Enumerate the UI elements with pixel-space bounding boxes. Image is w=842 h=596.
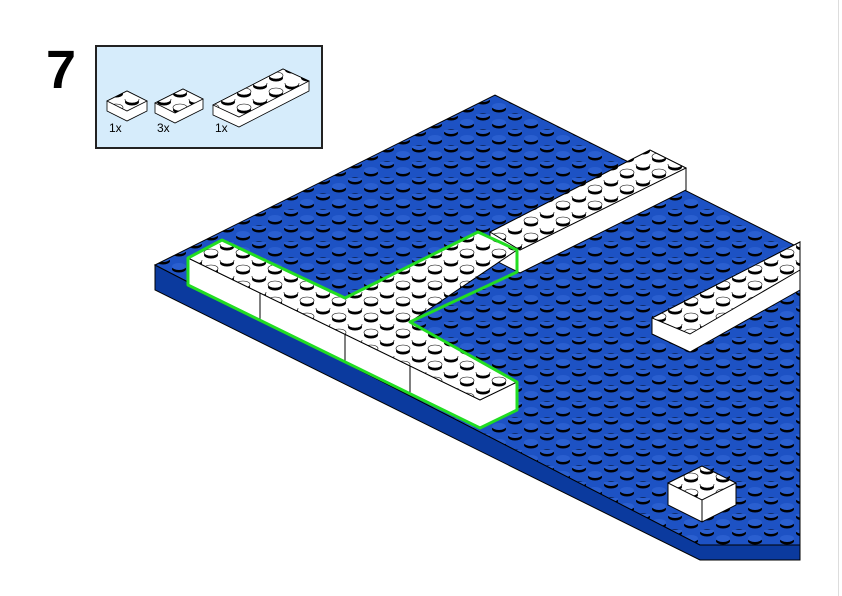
parts-callout: 1x 3x 1x [95,45,323,149]
part-quantity: 3x [157,121,170,135]
part-quantity: 1x [109,121,122,135]
white-brick-strip-right [650,241,801,353]
parts-illustration [106,68,310,128]
part-quantity: 1x [215,121,228,135]
white-brick-2x2 [666,465,738,523]
brick-2x3-icon [106,90,148,122]
page-edge [838,0,839,596]
step-number: 7 [46,40,77,100]
brick-2x10-icon [212,68,310,128]
new-bricks-highlighted [186,230,519,430]
brick-2x4-icon [154,88,204,124]
